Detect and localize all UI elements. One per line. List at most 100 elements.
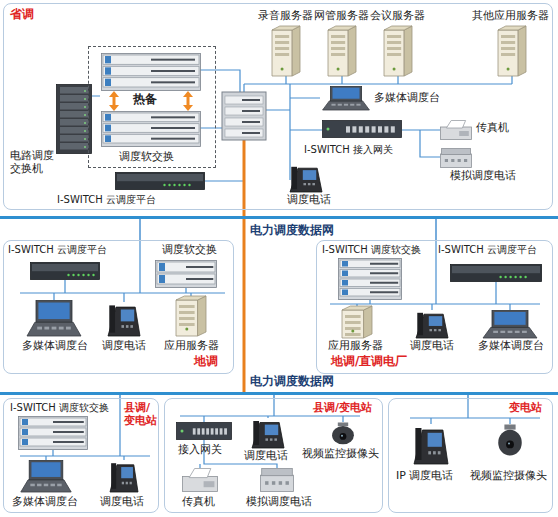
device-node: 调度电话 (404, 310, 460, 356)
device-label: 调度电话 (410, 340, 454, 353)
region-box: 地调/直调电厂I-SWITCH 调度软交换I-SWITCH 云调度平台应用服务器… (316, 240, 553, 374)
region-title: 变电站 (509, 402, 542, 415)
device-node: 会议服务器 (370, 10, 426, 76)
console-icon (480, 310, 540, 338)
device-node: 网管服务器 (314, 10, 370, 76)
device-label: 调度电话 (102, 340, 146, 353)
network-band: 电力调度数据网 (0, 216, 558, 219)
gw-icon (176, 422, 232, 440)
camera-icon (496, 424, 524, 458)
plat-icon (450, 264, 542, 282)
device-label: 其他应用服务器 (472, 10, 549, 23)
device-node: 调度电话 (240, 418, 296, 464)
device-label: 电路调度交换机 (10, 150, 56, 175)
network-link (435, 219, 437, 240)
server-icon (384, 26, 412, 76)
device-label: 多媒体调度台 (12, 496, 78, 509)
fax-icon (182, 468, 218, 492)
network-name: 电力调度数据网 (250, 224, 334, 238)
device-node: I-SWITCH 云调度平台 (438, 244, 550, 284)
device-label: 调度电话 (244, 450, 288, 463)
device-label: 传真机 (182, 496, 215, 509)
region-box: 县调/变电站接入网关 调度电话 视频监控摄像头传真机 模拟调度电话 (164, 398, 383, 513)
camera-icon (330, 422, 356, 446)
device-node: 传真机 (172, 468, 228, 510)
device-label: 录音服务器 (258, 10, 313, 23)
server-icon (176, 296, 206, 336)
device-label: I-SWITCH 接入网关 (304, 144, 393, 156)
device-node: I-SWITCH 接入网关 (300, 118, 420, 160)
device-node: 多媒体调度台 (318, 84, 444, 112)
device-label: 视频监控摄像头 (302, 448, 379, 461)
device-label: IP 调度电话 (396, 470, 453, 483)
network-link (467, 395, 469, 398)
backbone-trunk (243, 140, 246, 210)
device-node: I-SWITCH 调度软交换 (8, 402, 118, 452)
device-label: 应用服务器 (164, 340, 219, 353)
region-title: 县调/变电站 (313, 402, 372, 415)
region-title: 地调 (194, 355, 218, 369)
phone-icon (416, 310, 448, 338)
rack-icon (56, 84, 92, 154)
network-link (243, 219, 246, 392)
server-icon (328, 26, 356, 76)
device-label: 模拟调度电话 (246, 496, 312, 509)
device-label: 调度软交换 (162, 244, 217, 257)
device-node: 视频监控摄像头 (302, 422, 380, 462)
network-link (139, 219, 141, 240)
device-node: 应用服务器 (158, 296, 224, 354)
device-label: 接入网关 (178, 444, 222, 457)
region-box: 地调I-SWITCH 云调度平台调度软交换多媒体调度台调度电话应用服务器 (3, 240, 234, 374)
device-node: 应用服务器 (326, 306, 392, 354)
device-node: 模拟调度电话 (440, 148, 540, 184)
console-icon (24, 300, 84, 336)
hot-icon (109, 91, 119, 111)
server-icon (342, 306, 372, 338)
console-icon (320, 86, 372, 110)
device-node: 调度电话 (96, 302, 152, 358)
device-node: 调度软交换 (150, 244, 225, 288)
device-bus (266, 84, 440, 180)
device-label: 调度电话 (287, 194, 331, 207)
device-node: 调度电话 (96, 460, 152, 510)
device-label: 多媒体调度台 (374, 92, 440, 105)
device-label: 多媒体调度台 (478, 340, 544, 353)
device-label: I-SWITCH 云调度平台 (8, 244, 107, 256)
device-label: 视频监控摄像头 (470, 470, 547, 483)
group-label: 调度软交换 (119, 151, 174, 164)
aphone-icon (260, 468, 294, 492)
device-node: 其他应用服务器 (472, 10, 552, 76)
device-node: I-SWITCH 云调度平台 (55, 170, 220, 210)
device-node: 电路调度交换机 (10, 84, 94, 180)
device-label: I-SWITCH 调度软交换 (322, 244, 421, 256)
device-label: 调度电话 (100, 496, 144, 509)
console-icon (18, 460, 74, 492)
network-band: 电力调度数据网 (0, 392, 558, 395)
hot-icon (183, 91, 193, 111)
device-node: I-SWITCH 调度软交换 (322, 244, 434, 300)
hot-standby-group: 热备调度软交换 (88, 46, 216, 168)
plat-icon (30, 262, 100, 280)
device-label: 应用服务器 (328, 340, 383, 353)
plat-icon (115, 172, 205, 190)
device-node: IP 调度电话 (396, 424, 466, 484)
phone-icon (108, 302, 140, 336)
device-node: I-SWITCH 云调度平台 (8, 244, 128, 284)
device-label: I-SWITCH 云调度平台 (57, 194, 156, 206)
device-node: 传真机 (440, 118, 514, 144)
soft-icon (338, 258, 402, 300)
region-box: 省调录音服务器网管服务器会议服务器其他应用服务器电路调度交换机热备调度软交换多媒… (3, 3, 553, 210)
phone-icon (110, 460, 138, 492)
device-label: 模拟调度电话 (450, 170, 516, 183)
server-bus (244, 76, 512, 92)
network-link (273, 395, 275, 398)
soft-icon (155, 260, 217, 288)
device-label: 网管服务器 (314, 10, 369, 23)
device-node: 录音服务器 (258, 10, 314, 76)
device-node: 调度电话 (285, 164, 345, 208)
server-icon (498, 26, 526, 76)
region-box: 变电站 IP 调度电话 视频监控摄像头 (388, 398, 553, 513)
server-icon (272, 26, 300, 76)
device-label: I-SWITCH 调度软交换 (10, 402, 109, 414)
